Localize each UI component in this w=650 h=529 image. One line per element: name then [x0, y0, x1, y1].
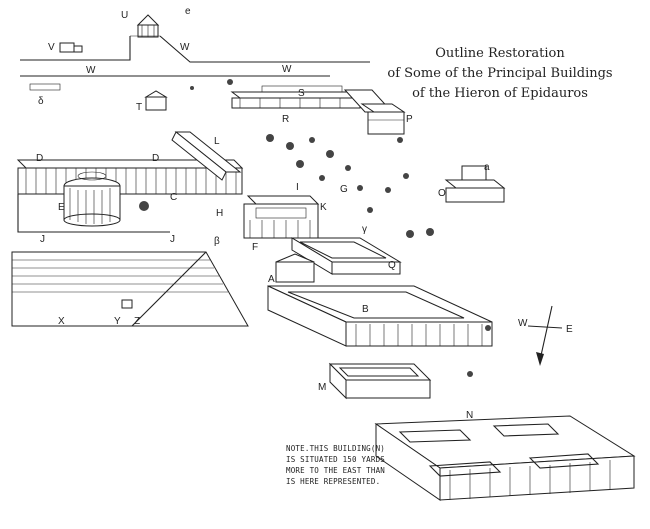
- compass-w: W: [518, 318, 528, 329]
- label-h: H: [216, 208, 223, 219]
- label-b: B: [362, 304, 369, 315]
- building-l: [171, 131, 242, 181]
- building-k: [243, 195, 320, 239]
- label-w1: W: [86, 65, 96, 76]
- label-u: U: [121, 10, 128, 21]
- label-e: E: [58, 202, 65, 213]
- building-alpha: [461, 165, 487, 181]
- tholos-e: [63, 171, 121, 227]
- label-q: Q: [388, 260, 396, 271]
- label-delta: δ: [38, 96, 44, 107]
- compass-e: E: [566, 324, 573, 335]
- trees: [139, 79, 491, 377]
- label-l: L: [214, 136, 220, 147]
- label-n: N: [466, 410, 473, 421]
- label-beta: β: [214, 236, 220, 247]
- building-u: [136, 14, 160, 38]
- label-s: S: [298, 88, 305, 99]
- building-v: [59, 42, 83, 53]
- building-o: [444, 179, 506, 203]
- note-line-4: IS HERE REPRESENTED.: [286, 477, 381, 486]
- building-n: [374, 415, 636, 501]
- label-gamma: γ: [362, 224, 367, 235]
- label-f: F: [252, 242, 258, 253]
- label-d1: D: [36, 153, 43, 164]
- wall-w: [20, 35, 370, 77]
- label-w3: W: [282, 64, 292, 75]
- label-z: Z: [134, 316, 140, 327]
- building-q: [290, 237, 402, 275]
- note-line-3: MORE TO THE EAST THAN: [286, 466, 386, 475]
- building-b: [267, 285, 493, 347]
- building-a: [275, 253, 315, 283]
- label-i: I: [296, 182, 299, 193]
- label-x: X: [58, 316, 65, 327]
- label-c: C: [170, 192, 177, 203]
- label-o: O: [438, 188, 446, 199]
- label-top-e: e: [185, 6, 191, 17]
- label-a: A: [268, 274, 275, 285]
- label-alpha: a: [484, 162, 490, 173]
- label-v: V: [48, 42, 55, 53]
- building-d: [16, 159, 244, 233]
- building-m: [328, 362, 432, 400]
- stadium: [11, 251, 249, 327]
- label-p: P: [406, 114, 413, 125]
- note-line-1: NOTE.THIS BUILDING(N): [286, 444, 386, 453]
- structure-delta: [29, 83, 61, 91]
- label-m: M: [318, 382, 326, 393]
- label-d2: D: [152, 153, 159, 164]
- building-p: [360, 103, 406, 135]
- title-line-3: of the Hieron of Epidauros: [412, 86, 588, 101]
- label-j1: J: [40, 234, 45, 245]
- label-t: T: [136, 102, 142, 113]
- label-r: R: [282, 114, 289, 125]
- title-line-2: of Some of the Principal Buildings: [387, 66, 613, 81]
- note-line-2: IS SITUATED 150 YARDS: [286, 455, 386, 464]
- label-j2: J: [170, 234, 175, 245]
- label-g: G: [340, 184, 348, 195]
- label-w2: W: [180, 42, 190, 53]
- building-t: [144, 90, 168, 111]
- note-text: NOTE.THIS BUILDING(N) IS SITUATED 150 YA…: [286, 443, 416, 487]
- compass-rose: [527, 305, 563, 366]
- label-k: K: [320, 202, 327, 213]
- label-y: Y: [114, 316, 121, 327]
- building-s: [230, 85, 394, 113]
- title-line-1: Outline Restoration: [435, 46, 565, 61]
